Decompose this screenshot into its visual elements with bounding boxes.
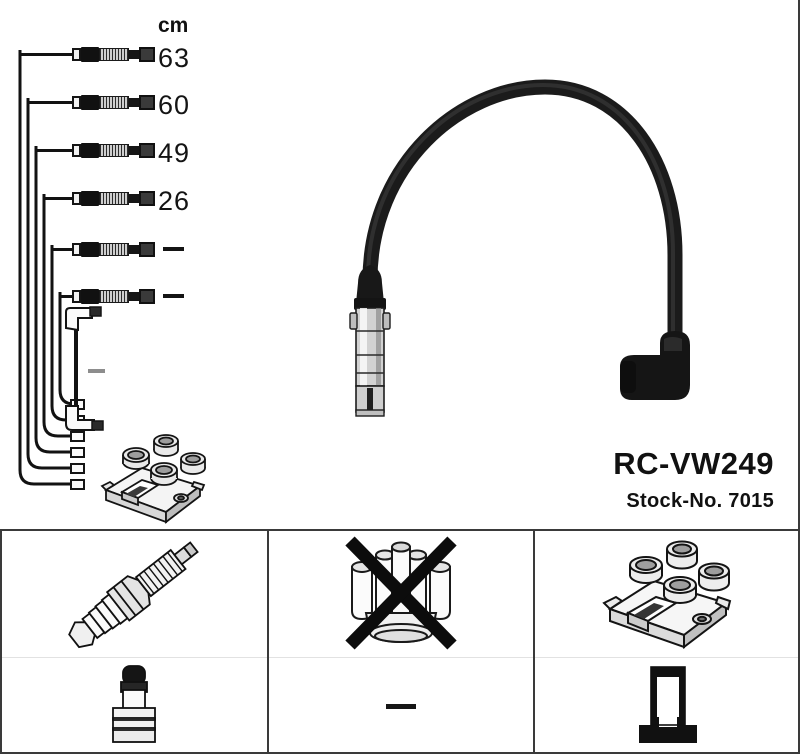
lead-end-cap xyxy=(139,143,155,158)
product-code-title: RC-VW249 xyxy=(613,446,774,481)
lead-row-2 xyxy=(28,92,156,114)
lead-boot-body xyxy=(81,289,99,304)
lead-row-4 xyxy=(44,188,172,210)
lead-wire xyxy=(44,197,76,200)
jumper-cable-wire xyxy=(74,330,78,415)
right-angle-coil-connector-icon xyxy=(638,666,697,743)
panel-spark-plug xyxy=(0,529,267,752)
lead-row-5 xyxy=(52,239,180,261)
panel-ignition-coil-bottom xyxy=(535,657,798,752)
lead-link xyxy=(129,245,140,254)
jumper-connector-bottom xyxy=(65,405,104,431)
lead-link xyxy=(129,194,140,203)
lead-metal-barrel xyxy=(99,96,129,109)
harness-path-1 xyxy=(18,50,72,486)
harness-path-4 xyxy=(42,194,72,438)
panel-spark-plug-top xyxy=(2,531,267,657)
measurement-value-4: 26 xyxy=(158,186,191,216)
crossed-out-mark xyxy=(345,536,457,650)
lead-boot-body xyxy=(81,47,99,62)
lead-boot-body xyxy=(81,95,99,110)
ignition-coil-pack-icon xyxy=(601,540,731,650)
panel-distributor-cap xyxy=(266,529,534,752)
lead-wire xyxy=(28,101,76,104)
lead-row-3 xyxy=(36,140,164,162)
panel-spark-plug-bottom xyxy=(2,657,267,752)
measurement-value-6-dash xyxy=(163,294,184,298)
lead-end-cap xyxy=(139,95,155,110)
jumper-measurement-dash xyxy=(88,369,105,373)
lead-ferrule xyxy=(72,243,81,256)
application-icon-panels xyxy=(0,529,798,752)
lead-link xyxy=(129,146,140,155)
spark-plug-boot xyxy=(354,265,386,310)
lead-metal-barrel xyxy=(99,144,129,157)
lead-metal-barrel xyxy=(99,290,129,303)
lead-boot-body xyxy=(81,242,99,257)
lead-boot-body xyxy=(81,143,99,158)
lead-wire xyxy=(36,149,76,152)
lead-wire xyxy=(60,295,76,298)
panel-not-applicable-dash xyxy=(386,703,416,709)
harness-terminal-3 xyxy=(70,431,85,442)
jumper-connector-top xyxy=(65,306,102,332)
distributor-cap-crossed-out-icon xyxy=(345,536,457,650)
panel-distributor-cap-top xyxy=(269,531,534,657)
lead-ferrule xyxy=(72,192,81,205)
measurement-unit-header: cm xyxy=(158,14,189,37)
right-angle-coil-boot xyxy=(620,331,690,400)
lead-wire xyxy=(52,248,76,251)
harness-terminal-5 xyxy=(70,463,85,474)
lead-metal-barrel xyxy=(99,48,129,61)
lead-boot-body xyxy=(81,191,99,206)
harness-terminal-6 xyxy=(70,479,85,490)
harness-path-3 xyxy=(34,146,72,454)
cable-highlight xyxy=(366,82,675,355)
stock-number-label: Stock-No. 7015 xyxy=(626,490,774,512)
lead-row-6 xyxy=(60,286,188,308)
lead-link xyxy=(129,98,140,107)
lead-metal-barrel xyxy=(99,192,129,205)
lead-link xyxy=(129,292,140,301)
spark-plug-connector-boot-icon xyxy=(112,665,157,743)
lead-ferrule xyxy=(72,48,81,61)
lead-link xyxy=(129,50,140,59)
panel-distributor-cap-bottom xyxy=(268,657,534,752)
panel-ignition-coil xyxy=(533,529,798,752)
lead-metal-barrel xyxy=(99,243,129,256)
measurement-value-1: 63 xyxy=(158,43,191,73)
ignition-coil-small-illustration xyxy=(100,434,206,524)
lead-ferrule xyxy=(72,96,81,109)
upper-diagram-area: cm 63 60 49 26 xyxy=(18,14,774,524)
panel-ignition-coil-top xyxy=(535,531,798,657)
cable-harness-routing xyxy=(18,50,78,486)
spark-plug-icon xyxy=(68,541,200,649)
lead-end-cap xyxy=(139,289,155,304)
main-ignition-cable-illustration xyxy=(349,79,690,417)
lead-wire xyxy=(20,53,76,56)
lead-row-1 xyxy=(20,44,155,66)
measurement-value-2: 60 xyxy=(158,90,191,120)
lead-ferrule xyxy=(72,144,81,157)
cable-body xyxy=(362,79,683,363)
lead-end-cap xyxy=(139,191,155,206)
lead-end-cap xyxy=(139,242,155,257)
spark-plug-connector-barrel xyxy=(349,307,391,417)
lead-ferrule xyxy=(72,290,81,303)
harness-path-2 xyxy=(26,98,72,470)
measurement-value-5-dash xyxy=(163,247,184,251)
measurement-value-3: 49 xyxy=(158,138,191,168)
harness-terminal-4 xyxy=(70,447,85,458)
lead-end-cap xyxy=(139,47,155,62)
